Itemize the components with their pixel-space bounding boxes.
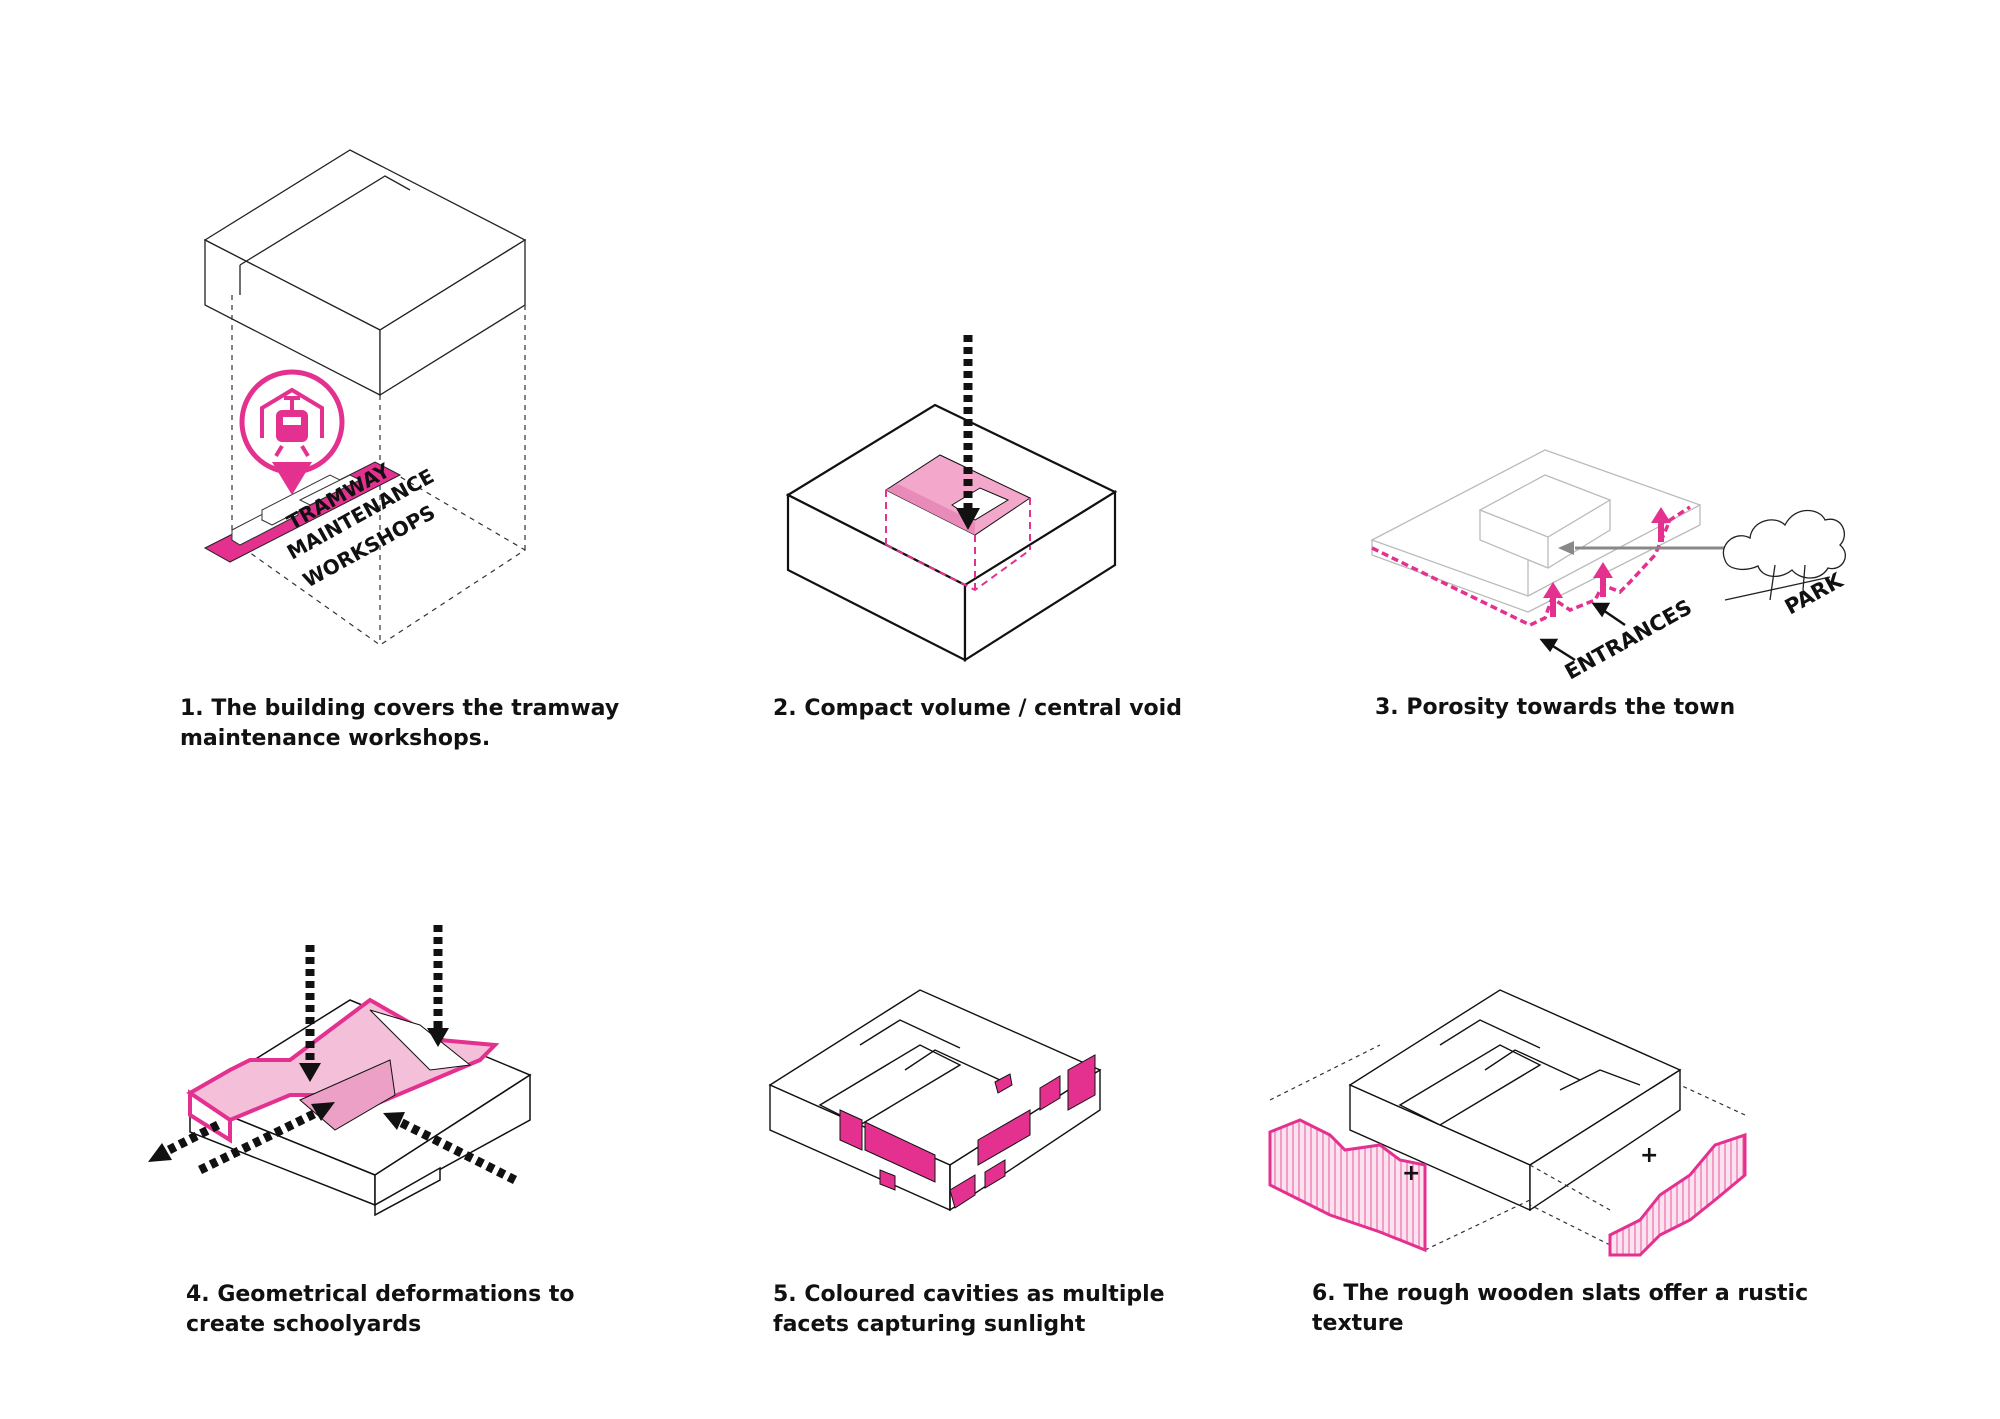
floating-building-volume [203, 149, 527, 397]
panel-2-diagram [785, 335, 1118, 662]
wooden-slat-panel-left [1268, 1118, 1427, 1253]
panel-1-diagram: TRAMWAY MAINTENANCE WORKSHOPS [203, 149, 527, 646]
ground-line [1371, 524, 1701, 613]
park-arrow [1558, 541, 1728, 555]
porous-edge [1371, 505, 1691, 627]
wooden-slat-panel-right [1608, 1132, 1747, 1257]
caption-6-line-2: texture [1312, 1311, 1404, 1336]
caption-4-line-1: 4. Geometrical deformations to [186, 1282, 575, 1307]
plus-mark-left: + [1402, 1161, 1420, 1186]
caption-1-line-1: 1. The building covers the tramway [180, 696, 620, 721]
arrow-down-left [299, 945, 321, 1082]
caption-3-line-1: 3. Porosity towards the town [1375, 695, 1736, 720]
caption-6: 6. The rough wooden slats offer a rustic… [1312, 1279, 1808, 1339]
tree-icon [1722, 509, 1846, 601]
tram-cars [230, 474, 362, 546]
entrances-label: ENTRANCES [1561, 595, 1696, 684]
entrance-pointer-arrows [1539, 602, 1626, 662]
caption-4-line-2: create schoolyards [186, 1312, 422, 1337]
panel-5-diagram [768, 989, 1102, 1212]
textured-volume [1348, 989, 1682, 1212]
caption-3: 3. Porosity towards the town [1375, 693, 1735, 723]
entrance-arrows [1543, 507, 1671, 617]
arrow-down-right [427, 925, 449, 1047]
caption-5-line-2: facets capturing sunlight [773, 1312, 1086, 1337]
downward-arrow [956, 335, 980, 530]
caption-2-line-1: 2. Compact volume / central void [773, 696, 1182, 721]
caption-5: 5. Coloured cavities as multiple facets … [773, 1280, 1165, 1340]
plus-mark-right: + [1640, 1143, 1658, 1168]
caption-6-line-1: 6. The rough wooden slats offer a rustic [1312, 1281, 1809, 1306]
tram-location-marker [239, 369, 345, 495]
arrow-out-left [148, 1120, 221, 1162]
panel-3-diagram: ENTRANCES PARK [1370, 449, 1847, 684]
ghost-volume [1370, 449, 1702, 597]
arrow-in-right [383, 1112, 518, 1185]
caption-1-line-2: maintenance workshops. [180, 726, 491, 751]
exploded-dashed-lines [1269, 1044, 1746, 1251]
panel-6-diagram: + + [1268, 989, 1747, 1257]
coloured-cavities [839, 1054, 1096, 1209]
compact-volume [785, 403, 1118, 662]
caption-5-line-1: 5. Coloured cavities as multiple [773, 1282, 1165, 1307]
schoolyard-cuts [186, 997, 500, 1144]
caption-2: 2. Compact volume / central void [773, 694, 1182, 724]
caption-1: 1. The building covers the tramway maint… [180, 694, 619, 754]
caption-4: 4. Geometrical deformations to create sc… [186, 1280, 574, 1340]
arrow-in-left [198, 1102, 335, 1175]
panel-4-diagram [148, 925, 532, 1217]
